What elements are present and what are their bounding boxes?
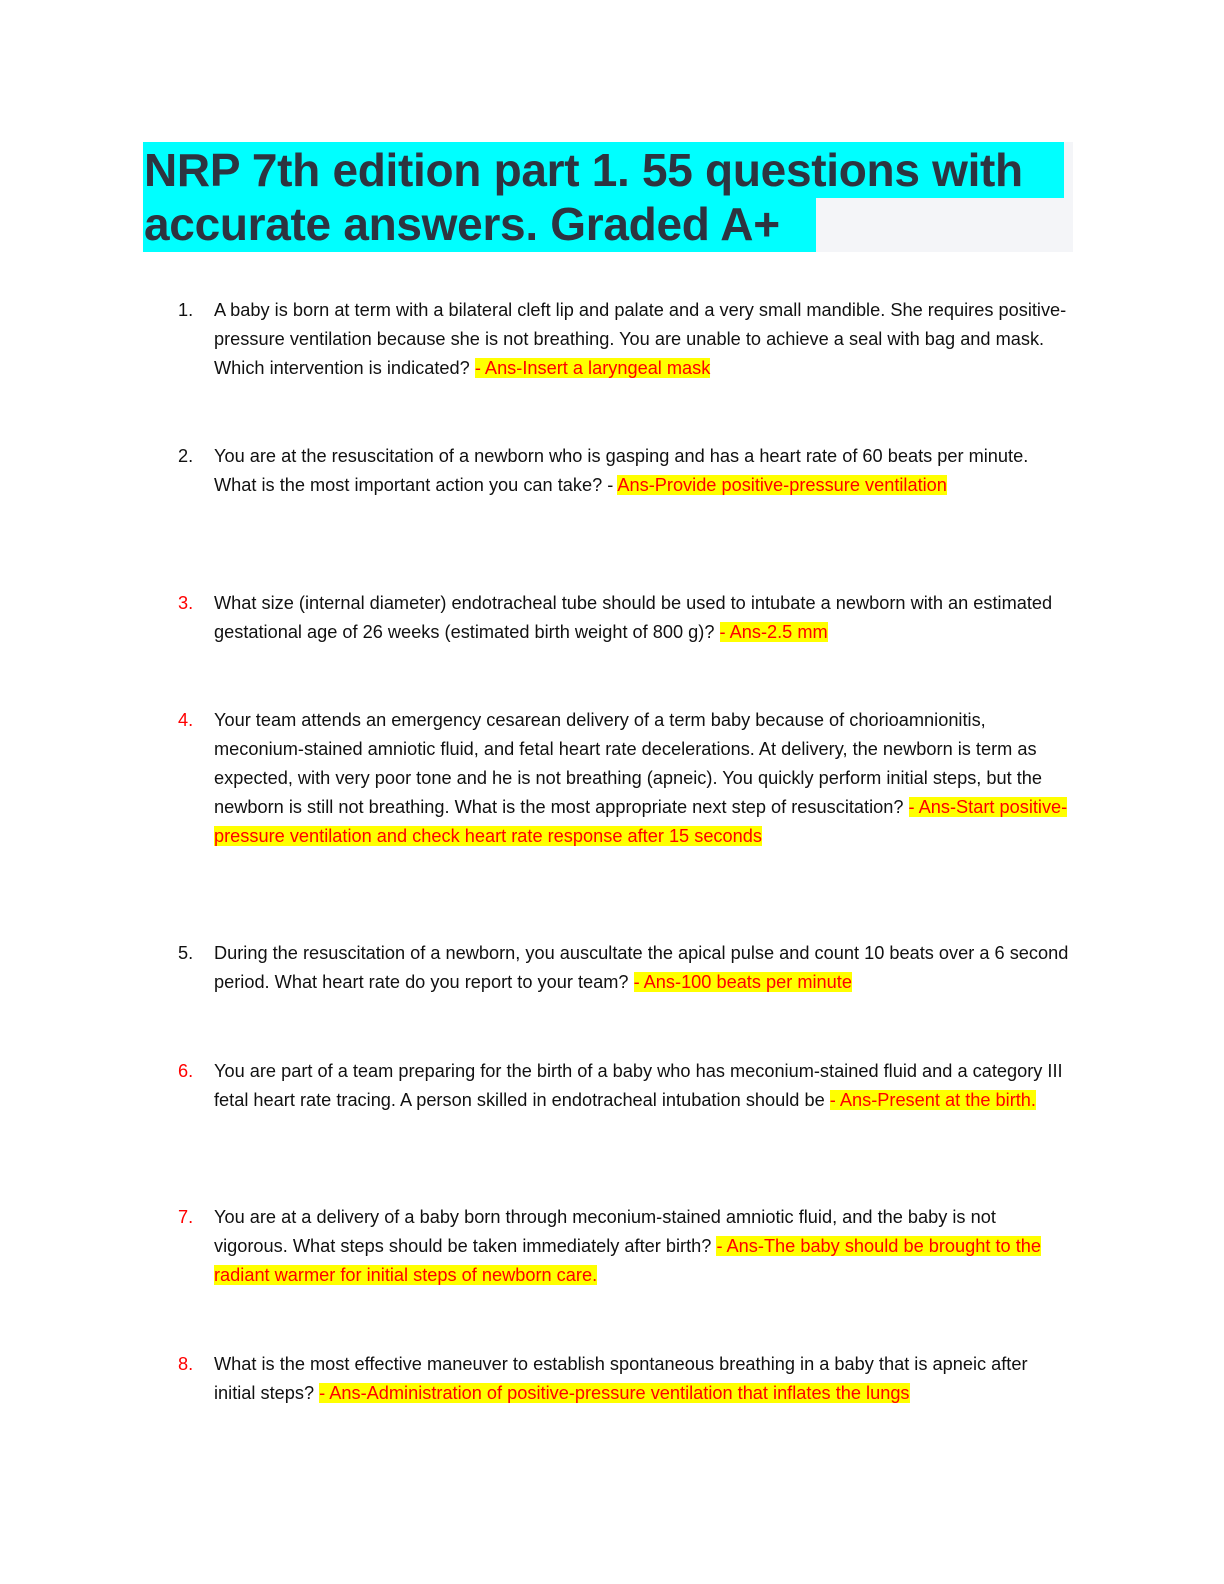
answer-text: - Ans-Present at the birth. [829,1090,1036,1110]
question-number: 3. [178,593,194,613]
document-title: NRP 7th edition part 1. 55 questions wit… [143,142,1073,252]
answer-text: - Ans-100 beats per minute [633,972,852,992]
question-text: What is the most effective maneuver to e… [214,1354,1028,1403]
question-number: 4. [178,710,194,730]
question-item-6: 6. You are part of a team preparing for … [178,1057,1078,1115]
question-item-1: 1. A baby is born at term with a bilater… [178,296,1078,383]
question-item-2: 2. You are at the resuscitation of a new… [178,442,1078,500]
question-text: A baby is born at term with a bilateral … [214,300,1067,378]
answer-text: - Ans-2.5 mm [719,622,828,642]
question-text: You are at a delivery of a baby born thr… [214,1207,996,1256]
question-number: 7. [178,1207,194,1227]
answer-text: Ans-Provide positive-pressure ventilatio… [617,475,947,495]
question-text: You are part of a team preparing for the… [214,1061,1063,1110]
question-text: Your team attends an emergency cesarean … [214,710,1043,817]
question-number: 1. [178,300,194,320]
question-item-7: 7. You are at a delivery of a baby born … [178,1203,1078,1290]
title-line-1: NRP 7th edition part 1. 55 questions wit… [143,142,1064,198]
question-number: 5. [178,943,194,963]
question-item-3: 3. What size (internal diameter) endotra… [178,589,1078,647]
question-number: 2. [178,446,194,466]
question-item-8: 8. What is the most effective maneuver t… [178,1350,1078,1408]
question-text: You are at the resuscitation of a newbor… [214,446,1029,495]
question-number: 6. [178,1061,194,1081]
question-item-5: 5. During the resuscitation of a newborn… [178,939,1078,997]
answer-text: - Ans-Administration of positive-pressur… [319,1383,910,1403]
answer-prefix: - [607,475,618,495]
answer-text: - Ans-Insert a laryngeal mask [474,358,711,378]
question-text: What size (internal diameter) endotrache… [214,593,1053,642]
question-item-4: 4. Your team attends an emergency cesare… [178,706,1078,851]
question-text: During the resuscitation of a newborn, y… [214,943,1069,992]
question-number: 8. [178,1354,194,1374]
title-line-2: accurate answers. Graded A+ [143,198,816,252]
